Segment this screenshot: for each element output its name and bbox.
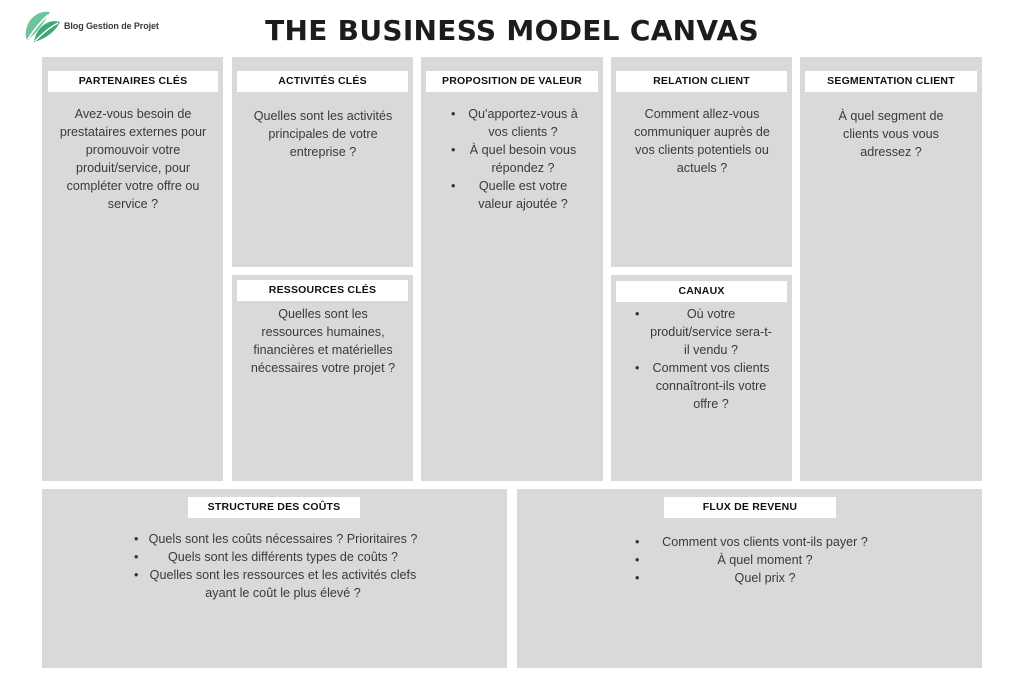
leaf-logo-icon (25, 11, 60, 42)
block-text: Comment allez-vous communiquer auprès de… (634, 107, 770, 175)
block-label: PARTENAIRES CLÉS (48, 71, 218, 92)
activites-block: ACTIVITÉS CLÉS Quelles sont les activité… (232, 57, 413, 267)
couts-list: Quels sont les coûts nécessaires ? Prior… (134, 530, 418, 602)
block-label: SEGMENTATION CLIENT (805, 71, 977, 92)
list-item: À quel besoin vous répondez ? (451, 141, 581, 177)
block-text: Avez-vous besoin de prestataires externe… (59, 107, 207, 211)
list-item: Quelles sont les ressources et les activ… (134, 566, 418, 602)
page-title: THE BUSINESS MODEL CANVAS (265, 14, 759, 47)
revenus-list: Comment vos clients vont-ils payer ? À q… (635, 533, 887, 587)
couts-block: STRUCTURE DES COÛTS Quels sont les coûts… (42, 489, 507, 668)
logo: Blog Gestion de Projet (22, 8, 159, 44)
relation-block: RELATION CLIENT Comment allez-vous commu… (611, 57, 792, 267)
proposition-block: PROPOSITION DE VALEUR Qu'apportez-vous à… (421, 57, 603, 481)
list-item: Quelle est votre valeur ajoutée ? (451, 177, 581, 213)
list-item: Comment vos clients connaîtront-ils votr… (635, 359, 773, 413)
block-text: Quelles sont les activités principales d… (253, 109, 393, 159)
canaux-block: CANAUX Où votre produit/service sera-t-i… (611, 275, 792, 481)
list-item: Quels sont les coûts nécessaires ? Prior… (134, 530, 418, 548)
block-text: À quel segment de clients vous vous adre… (838, 109, 944, 159)
block-label: CANAUX (616, 281, 787, 302)
partenaires-block: PARTENAIRES CLÉS Avez-vous besoin de pre… (42, 57, 223, 481)
revenus-block: FLUX DE REVENU Comment vos clients vont-… (517, 489, 982, 668)
list-item: Qu'apportez-vous à vos clients ? (451, 105, 581, 141)
list-item: À quel moment ? (635, 551, 887, 569)
logo-text: Blog Gestion de Projet (64, 21, 159, 31)
segmentation-block: SEGMENTATION CLIENT À quel segment de cl… (800, 57, 982, 481)
block-label: RELATION CLIENT (616, 71, 787, 92)
proposition-list: Qu'apportez-vous à vos clients ? À quel … (451, 105, 581, 213)
list-item: Où votre produit/service sera-t-il vendu… (635, 305, 773, 359)
list-item: Comment vos clients vont-ils payer ? (635, 533, 887, 551)
block-label: RESSOURCES CLÉS (237, 280, 408, 301)
block-label: FLUX DE REVENU (664, 497, 836, 518)
block-label: PROPOSITION DE VALEUR (426, 71, 598, 92)
list-item: Quel prix ? (635, 569, 887, 587)
ressources-block: RESSOURCES CLÉS Quelles sont les ressour… (232, 275, 413, 481)
block-label: ACTIVITÉS CLÉS (237, 71, 408, 92)
block-label: STRUCTURE DES COÛTS (188, 497, 360, 518)
canaux-list: Où votre produit/service sera-t-il vendu… (635, 305, 773, 413)
block-text: Quelles sont les ressources humaines, fi… (250, 307, 396, 375)
list-item: Quels sont les différents types de coûts… (134, 548, 418, 566)
